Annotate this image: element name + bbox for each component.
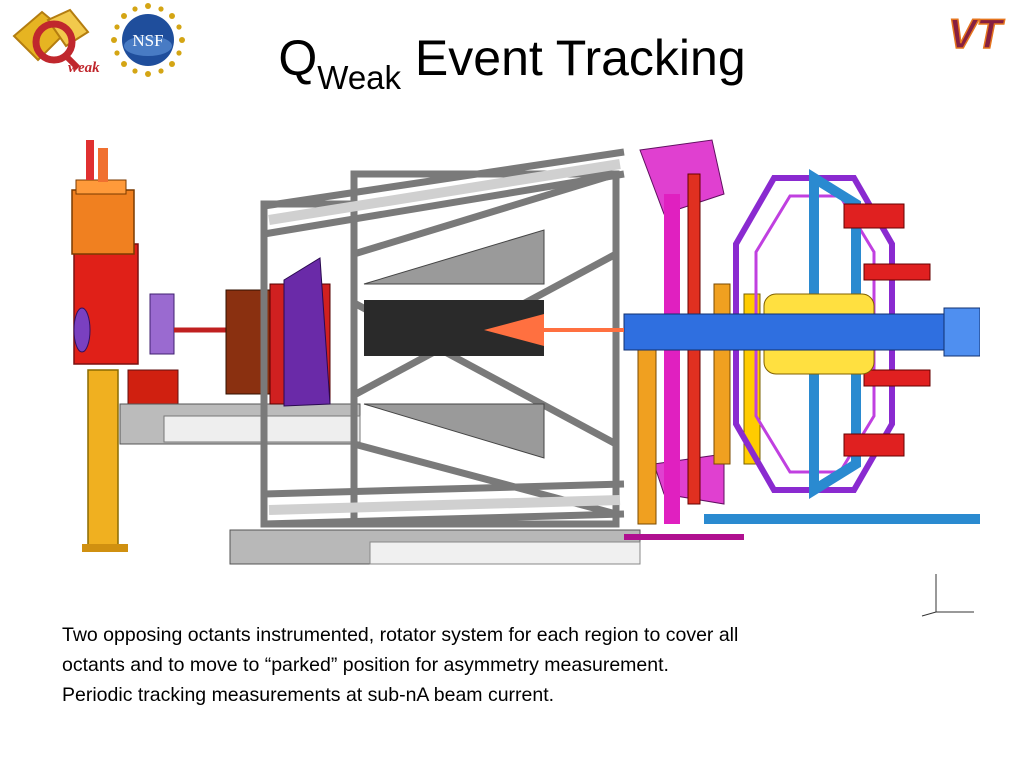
caption-line-3: Periodic tracking measurements at sub-nA… <box>62 684 555 706</box>
vt-logo: VT <box>934 8 1016 56</box>
nsf-logo: NSF <box>111 3 185 77</box>
side-shielding-blocks <box>843 203 931 457</box>
support-rail <box>704 514 980 524</box>
title-subscript: Weak <box>317 59 402 96</box>
nsf-logo-text: NSF <box>132 31 163 50</box>
vt-logo-text: VT <box>948 10 1005 56</box>
caption-line-1: Two opposing octants instrumented, rotat… <box>62 624 739 646</box>
title-q: Q <box>278 30 318 86</box>
caption-line-2: octants and to move to “parked” position… <box>62 654 669 676</box>
coordinate-axes <box>921 574 974 617</box>
base-platform <box>119 403 641 565</box>
purple-octagon-frame <box>733 175 895 493</box>
upstream-assembly <box>149 257 331 407</box>
title-rest: Event Tracking <box>401 30 746 86</box>
slide-caption: Two opposing octants instrumented, rotat… <box>62 620 902 710</box>
left-support-stand <box>71 140 179 552</box>
blue-octagon-frame <box>809 169 861 499</box>
apparatus-drawing <box>71 139 980 565</box>
qweak-logo-text: weak <box>68 60 100 76</box>
gray-support-frame <box>260 148 625 528</box>
slide-title: QWeak Event Tracking <box>0 28 1024 108</box>
magenta-detector-frames <box>639 139 725 524</box>
qweak-logo: weak <box>12 8 100 76</box>
drift-chambers <box>363 229 545 459</box>
